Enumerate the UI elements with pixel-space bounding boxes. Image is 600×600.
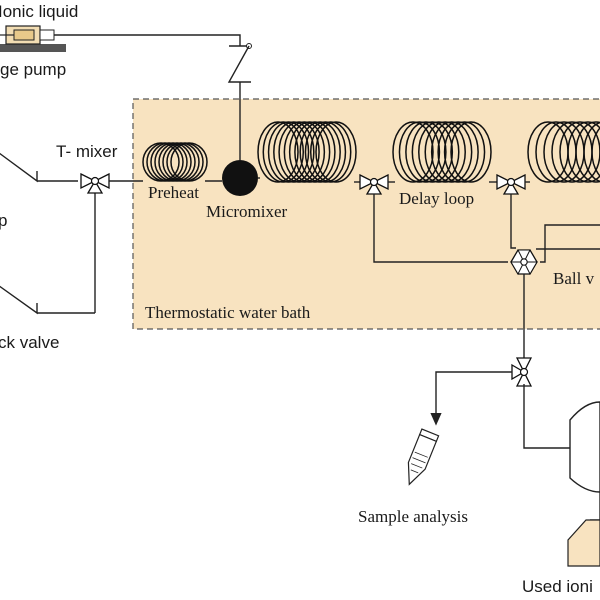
syringe-pump[interactable]: [0, 25, 66, 52]
bypass-line-1: [373, 194, 508, 263]
coil-turn: [591, 126, 600, 178]
water-bath-label: Thermostatic water bath: [145, 303, 311, 322]
coil-turn: [294, 121, 336, 183]
coil-turn: [309, 121, 352, 183]
coil-turn: [559, 121, 600, 183]
collection-line: [523, 384, 570, 449]
coil-turn: [304, 121, 347, 183]
left-pump-label: p: [0, 211, 7, 230]
coil-turn: [575, 121, 600, 183]
preheat-label: Preheat: [148, 183, 199, 202]
coil-turn: [278, 121, 320, 183]
syringe-pump-label: ge pump: [0, 60, 66, 79]
coil-turn: [450, 121, 492, 183]
left-check-valve-upper: [0, 152, 78, 183]
bypass-line-2: [510, 194, 516, 249]
micromixer: [222, 160, 258, 196]
coil-turn: [257, 121, 299, 183]
ball-valve[interactable]: [510, 249, 538, 276]
coil-turn: [405, 121, 447, 183]
coil-turn: [424, 121, 466, 183]
delay-loop-label: Delay loop: [399, 189, 474, 208]
coil-turn: [418, 121, 460, 183]
coil-turn: [315, 121, 357, 183]
sample-tube: [407, 428, 440, 486]
micromixer-label: Micromixer: [206, 202, 288, 221]
sample-line: [430, 371, 512, 426]
left-check-valve-lower: [0, 193, 96, 315]
coil-turn: [262, 121, 305, 183]
reaction-coil-1: [257, 121, 357, 183]
coil-turn: [267, 121, 310, 183]
coil-turn: [583, 121, 600, 183]
three-way-valve-outlet[interactable]: [511, 357, 533, 387]
coil-turn: [299, 121, 341, 183]
ionic-liquid-label: Ionic liquid: [0, 2, 78, 21]
coil-turn: [411, 121, 454, 183]
coil-turn: [283, 121, 326, 183]
ball-valve-label: Ball v: [553, 269, 595, 288]
coil-turn: [443, 121, 486, 183]
coil-turn: [430, 121, 473, 183]
t-mixer-label: T- mixer: [56, 142, 118, 161]
coil-turn: [567, 121, 600, 183]
ball-valve-return: [540, 224, 600, 263]
coil-turn: [398, 121, 441, 183]
sample-analysis-label: Sample analysis: [358, 507, 468, 526]
coil-turn: [392, 121, 434, 183]
water-bath: [132, 98, 600, 330]
three-way-valve-2[interactable]: [496, 173, 526, 195]
reaction-coil-3: [527, 121, 600, 183]
used-ionic-label: Used ioni: [522, 577, 593, 596]
t-mixer-valve[interactable]: [80, 172, 110, 194]
coil-turn: [437, 121, 479, 183]
coil-turn: [288, 121, 331, 183]
delay-loop-coil: [392, 121, 492, 183]
ionic-liquid-line: [54, 34, 241, 46]
check-valve-label: ck valve: [0, 333, 59, 352]
preheat-coil: [142, 142, 208, 182]
coil-turn: [170, 142, 208, 182]
used-ionic-reservoir: [567, 519, 600, 567]
check-valve-top: [227, 43, 252, 96]
collection-tank: [569, 401, 600, 521]
coil-turn: [273, 121, 315, 183]
